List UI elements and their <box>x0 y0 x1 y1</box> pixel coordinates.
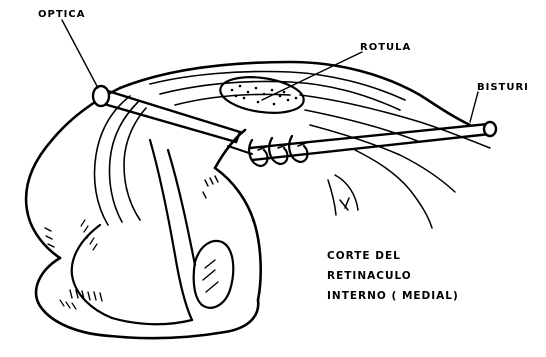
caption-line-3: INTERNO ( MEDIAL) <box>327 286 459 306</box>
label-optica: OPTICA <box>38 9 85 20</box>
arthroscope <box>93 86 240 142</box>
leader-bisturi <box>470 92 478 122</box>
retinaculum-fibers <box>300 95 490 228</box>
condyle-hatching-left <box>45 176 218 301</box>
leader-optica <box>62 20 98 88</box>
label-rotula: ROTULA <box>360 42 411 53</box>
medial-notch <box>194 241 234 308</box>
caption-line-2: RETINACULO <box>327 266 459 286</box>
leader-rotula <box>262 52 362 100</box>
retinaculum-sutures <box>249 136 307 166</box>
label-bisturi: BISTURI <box>477 82 529 93</box>
caption-line-1: CORTE DEL <box>327 246 459 266</box>
caption: CORTE DEL RETINACULO INTERNO ( MEDIAL) <box>327 246 459 306</box>
